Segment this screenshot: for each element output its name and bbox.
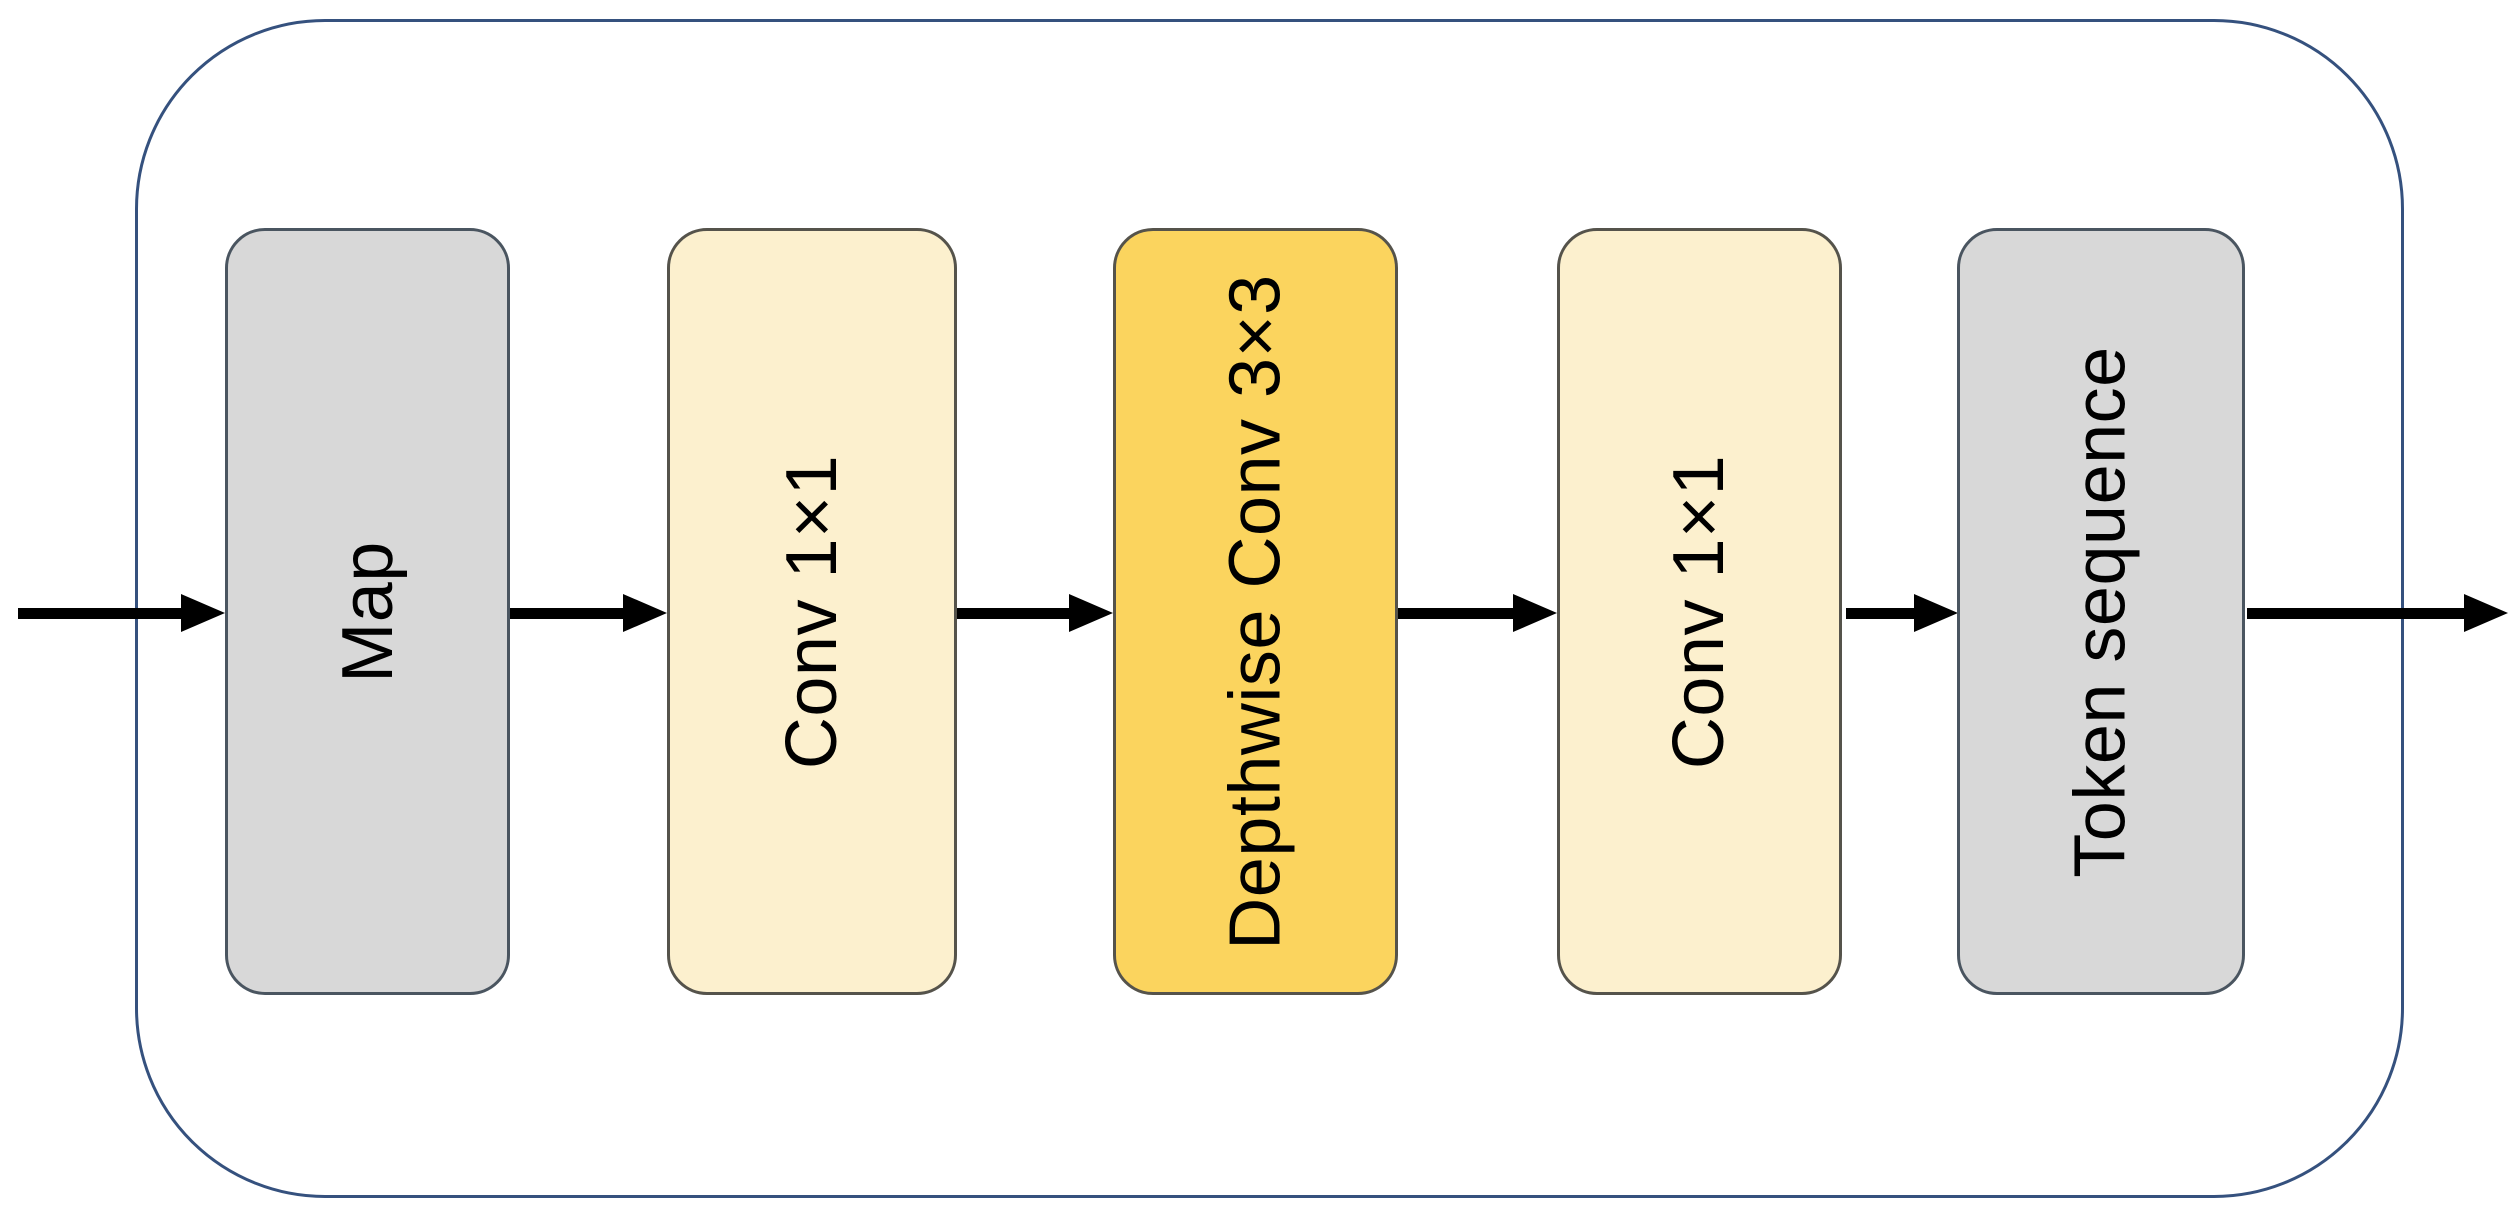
arrow-shaft [2247, 608, 2468, 619]
arrow-shaft [18, 608, 185, 619]
arrow-conv1-to-depthwise [957, 594, 1113, 632]
arrowhead-icon [1069, 594, 1113, 632]
block-label: Map [327, 540, 408, 683]
output-arrow [2247, 594, 2508, 632]
arrowhead-icon [1914, 594, 1958, 632]
arrowhead-icon [181, 594, 225, 632]
arrowhead-icon [1513, 594, 1557, 632]
arrow-shaft [1846, 608, 1918, 619]
block-depthwise-conv3x3: Depthwise Conv 3×3 [1113, 228, 1398, 995]
arrow-depthwise-to-conv2 [1398, 594, 1557, 632]
block-token-sequence: Token sequence [1957, 228, 2245, 995]
arrowhead-icon [2464, 594, 2508, 632]
block-label: Depthwise Conv 3×3 [1215, 273, 1296, 950]
block-label: Token sequence [2061, 345, 2142, 878]
block-label: Conv 1×1 [1659, 454, 1740, 769]
input-arrow [18, 594, 225, 632]
arrow-shaft [1398, 608, 1517, 619]
block-conv1x1-first: Conv 1×1 [667, 228, 957, 995]
arrow-shaft [957, 608, 1073, 619]
block-map: Map [225, 228, 510, 995]
block-conv1x1-second: Conv 1×1 [1557, 228, 1842, 995]
arrow-map-to-conv1 [510, 594, 667, 632]
arrow-shaft [510, 608, 627, 619]
arrow-conv2-to-token [1846, 594, 1958, 632]
arrowhead-icon [623, 594, 667, 632]
block-label: Conv 1×1 [772, 454, 852, 769]
